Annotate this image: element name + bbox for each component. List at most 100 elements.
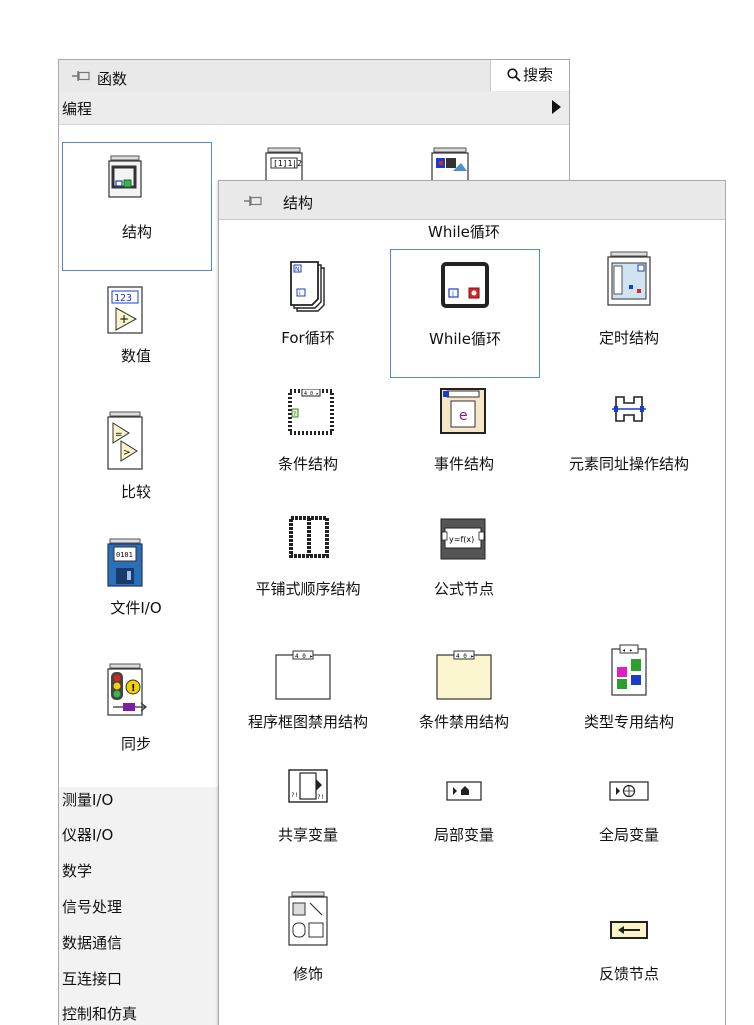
tile-comparison[interactable]: = > 比较 bbox=[62, 403, 210, 533]
item-label: While循环 bbox=[429, 330, 501, 348]
conditional-disable-structure-item[interactable]: 4 0 ▸ 条件禁用结构 bbox=[390, 641, 538, 751]
type-specialization-icon: ◂ ▸ bbox=[611, 644, 647, 696]
svg-text:?: ? bbox=[293, 411, 296, 418]
tile-label: 同步 bbox=[120, 735, 151, 753]
tile-synchronization[interactable]: ! 同步 bbox=[62, 655, 210, 785]
category-header-programming[interactable]: 编程 bbox=[59, 92, 569, 125]
svg-text:>: > bbox=[123, 448, 131, 458]
svg-text:=: = bbox=[115, 430, 123, 440]
item-label: 条件禁用结构 bbox=[418, 713, 509, 731]
feedback-node-item[interactable]: 反馈节点 bbox=[544, 889, 714, 999]
svg-text:[1]1|2: [1]1|2 bbox=[273, 159, 302, 168]
svg-text:i: i bbox=[299, 290, 301, 297]
item-label: For循环 bbox=[281, 329, 335, 347]
svg-text:0101: 0101 bbox=[116, 551, 133, 559]
search-label: 搜索 bbox=[522, 66, 553, 84]
global-variable-icon bbox=[609, 781, 649, 801]
item-label: 事件结构 bbox=[433, 455, 494, 473]
category-item[interactable]: 控制和仿真 bbox=[62, 1005, 138, 1023]
item-label: 程序框图禁用结构 bbox=[247, 713, 368, 731]
tile-label: 结构 bbox=[121, 223, 152, 241]
traffic-light-icon: ! bbox=[107, 663, 147, 716]
category-item[interactable]: 互连接口 bbox=[62, 970, 123, 988]
for-loop-icon: N i bbox=[290, 261, 325, 312]
feedback-node-icon bbox=[610, 921, 648, 939]
item-label: 类型专用结构 bbox=[583, 713, 674, 731]
item-label: 定时结构 bbox=[598, 329, 659, 347]
category-item[interactable]: 数学 bbox=[62, 862, 93, 880]
shared-variable-icon: ?! ?! bbox=[288, 769, 328, 803]
tile-numeric[interactable]: 123 + 数值 bbox=[62, 280, 210, 400]
svg-text:4 0 ▸: 4 0 ▸ bbox=[295, 653, 313, 660]
formula-icon-glyph: y=f(x) bbox=[449, 535, 474, 544]
timed-structure-item[interactable]: 定时结构 bbox=[544, 249, 714, 377]
event-icon-glyph: e bbox=[459, 408, 468, 424]
category-item[interactable]: 信号处理 bbox=[62, 898, 123, 916]
palette-title: 函数 bbox=[97, 70, 128, 88]
tile-file-io[interactable]: 0101 文件I/O bbox=[62, 530, 210, 650]
category-label: 编程 bbox=[62, 100, 93, 118]
local-variable-item[interactable]: 局部变量 bbox=[390, 769, 538, 869]
item-label: 反馈节点 bbox=[598, 965, 659, 983]
while-loop-icon: i bbox=[441, 262, 489, 308]
hover-tooltip: While循环 bbox=[428, 223, 500, 241]
case-structure-icon: 4 0 ▸ ? bbox=[288, 389, 334, 435]
svg-text:?!: ?! bbox=[317, 794, 324, 801]
global-variable-item[interactable]: 全局变量 bbox=[544, 769, 714, 869]
while-loop-item[interactable]: i While循环 bbox=[390, 249, 540, 378]
tile-label: 数值 bbox=[120, 347, 151, 365]
tile-structures[interactable]: 结构 bbox=[62, 142, 212, 271]
timed-structure-icon bbox=[607, 251, 651, 306]
svg-text:?!: ?! bbox=[291, 792, 298, 799]
pin-icon[interactable] bbox=[243, 194, 263, 208]
formula-node-icon: y=f(x) bbox=[440, 518, 486, 560]
in-place-element-structure-item[interactable]: 元素同址操作结构 bbox=[544, 381, 714, 501]
numeric-icon: 123 + bbox=[107, 286, 143, 334]
decorations-item[interactable]: 修饰 bbox=[233, 889, 383, 999]
item-label: 修饰 bbox=[292, 965, 323, 983]
svg-text:N: N bbox=[295, 266, 300, 273]
search-icon bbox=[507, 68, 521, 82]
shared-variable-item[interactable]: ?! ?! 共享变量 bbox=[233, 769, 383, 869]
diagram-disable-structure-item[interactable]: 4 0 ▸ 程序框图禁用结构 bbox=[219, 641, 397, 771]
item-label: 共享变量 bbox=[277, 826, 338, 844]
local-variable-icon bbox=[446, 781, 482, 801]
tile-label: 比较 bbox=[120, 483, 151, 501]
svg-text:4 0 ▸: 4 0 ▸ bbox=[456, 653, 474, 660]
category-item[interactable]: 仪器I/O bbox=[62, 826, 114, 844]
svg-text:4 0 ▸: 4 0 ▸ bbox=[304, 391, 319, 397]
flat-sequence-item[interactable]: 平铺式顺序结构 bbox=[219, 506, 397, 606]
in-place-element-icon bbox=[612, 396, 646, 422]
event-structure-item[interactable]: e 事件结构 bbox=[390, 381, 538, 481]
formula-node-item[interactable]: y=f(x) 公式节点 bbox=[390, 506, 538, 606]
palette-title: 结构 bbox=[283, 194, 314, 212]
svg-text:+: + bbox=[119, 312, 129, 326]
svg-text:◂ ▸: ◂ ▸ bbox=[622, 647, 633, 654]
flat-sequence-icon bbox=[289, 516, 329, 558]
svg-text:i: i bbox=[452, 290, 454, 298]
item-label: 元素同址操作结构 bbox=[568, 455, 689, 473]
structures-icon bbox=[108, 155, 142, 198]
structures-palette: 结构 While循环 N i For循环 i While循环 bbox=[218, 180, 726, 1025]
item-label: 全局变量 bbox=[598, 826, 659, 844]
comparison-icon: = > bbox=[107, 411, 143, 470]
type-specialization-structure-item[interactable]: ◂ ▸ 类型专用结构 bbox=[544, 641, 714, 751]
floppy-disk-icon: 0101 bbox=[107, 538, 143, 587]
svg-text:123: 123 bbox=[114, 293, 132, 304]
for-loop-item[interactable]: N i For循环 bbox=[233, 249, 383, 377]
functions-palette-header: 函数 搜索 bbox=[59, 60, 569, 93]
search-button[interactable]: 搜索 bbox=[490, 60, 569, 91]
pin-icon[interactable] bbox=[71, 69, 91, 83]
expand-arrow-icon[interactable] bbox=[552, 100, 561, 114]
decorations-icon bbox=[288, 891, 328, 946]
item-label: 公式节点 bbox=[433, 580, 494, 598]
tile-label: 文件I/O bbox=[110, 599, 162, 617]
item-label: 局部变量 bbox=[433, 826, 494, 844]
category-item[interactable]: 测量I/O bbox=[62, 791, 114, 809]
svg-text:!: ! bbox=[131, 683, 136, 694]
event-structure-icon: e bbox=[440, 388, 486, 434]
item-label: 条件结构 bbox=[277, 455, 338, 473]
diagram-disable-icon: 4 0 ▸ bbox=[275, 650, 331, 700]
case-structure-item[interactable]: 4 0 ▸ ? 条件结构 bbox=[233, 381, 383, 481]
category-item[interactable]: 数据通信 bbox=[62, 934, 123, 952]
